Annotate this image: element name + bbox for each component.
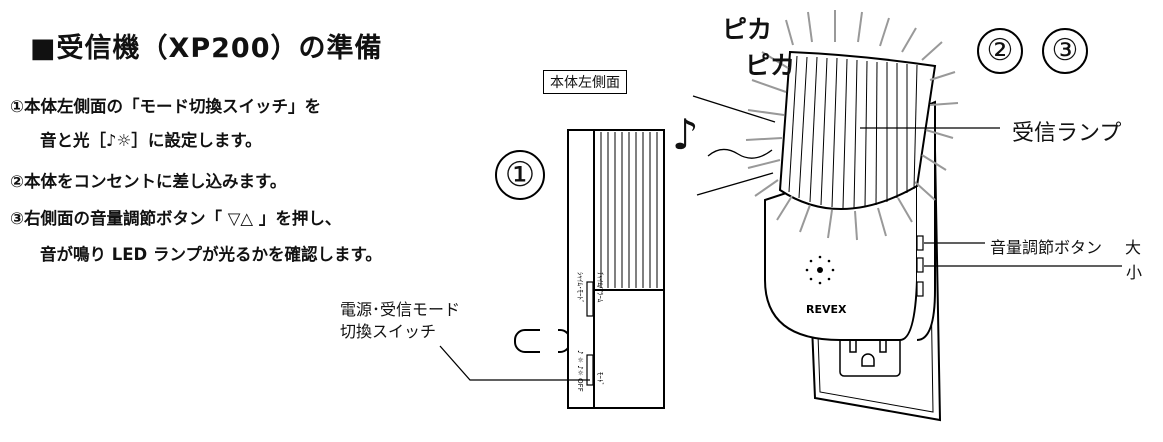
flash-text-2: ピカ <box>745 51 796 80</box>
switch-mark-top: ｼｬｲﾑ･ﾓｰﾄﾞ <box>576 272 584 304</box>
step-1-line-1: ①本体左側面の「モード切換スイッチ」を <box>10 97 321 116</box>
brand-logo: REVEX <box>806 303 847 316</box>
step-2: ②本体をコンセントに差し込みます。 <box>10 172 287 191</box>
step-1-marker: ① <box>495 150 545 200</box>
mode-mark: ﾓｰﾄﾞ <box>596 372 604 386</box>
speaker-icon <box>805 255 835 285</box>
glow-rays <box>745 10 959 241</box>
mode-switch-top <box>586 281 594 317</box>
volume-small-label: 小 <box>1126 263 1143 282</box>
lamp-label: 受信ランプ <box>1012 121 1122 146</box>
side-ribs <box>600 132 658 288</box>
switch-leader-line <box>439 345 590 381</box>
step-2-marker: ② <box>977 28 1023 74</box>
side-view-label: 本体左側面 <box>543 70 627 94</box>
switch-label-line-1: 電源･受信モード <box>340 300 461 319</box>
volume-up-button <box>916 235 924 251</box>
flash-text-1: ピカ <box>722 15 773 44</box>
side-switches <box>586 281 594 386</box>
switch-mark-bottom: ♪ ☼ ♪☼ OFF <box>576 350 584 392</box>
step-3-marker: ③ <box>1042 28 1088 74</box>
volume-extra-button <box>916 281 924 297</box>
volume-label: 音量調節ボタン <box>990 238 1103 257</box>
volume-down-button <box>916 257 924 273</box>
lamp-cover <box>778 50 937 211</box>
step-1-line-2: 音と光［♪☼］に設定します。 <box>40 131 262 150</box>
music-note-icon: ♪ <box>672 110 699 159</box>
switch-mark-mid: ﾁｬｲﾑ/ｱﾗｰﾑ <box>596 272 604 303</box>
step-3-line-2: 音が鳴り LED ランプが光るかを確認します。 <box>40 245 382 264</box>
volume-large-label: 大 <box>1125 238 1142 257</box>
switch-label-line-2: 切換スイッチ <box>340 322 437 341</box>
step-3-line-1: ③右側面の音量調節ボタン「 ▽△ 」を押し、 <box>10 209 342 228</box>
mode-switch-bottom <box>586 354 594 386</box>
sound-lines <box>692 95 776 196</box>
page-title: ■受信機（XP200）の準備 <box>30 33 383 64</box>
volume-buttons <box>916 235 924 297</box>
